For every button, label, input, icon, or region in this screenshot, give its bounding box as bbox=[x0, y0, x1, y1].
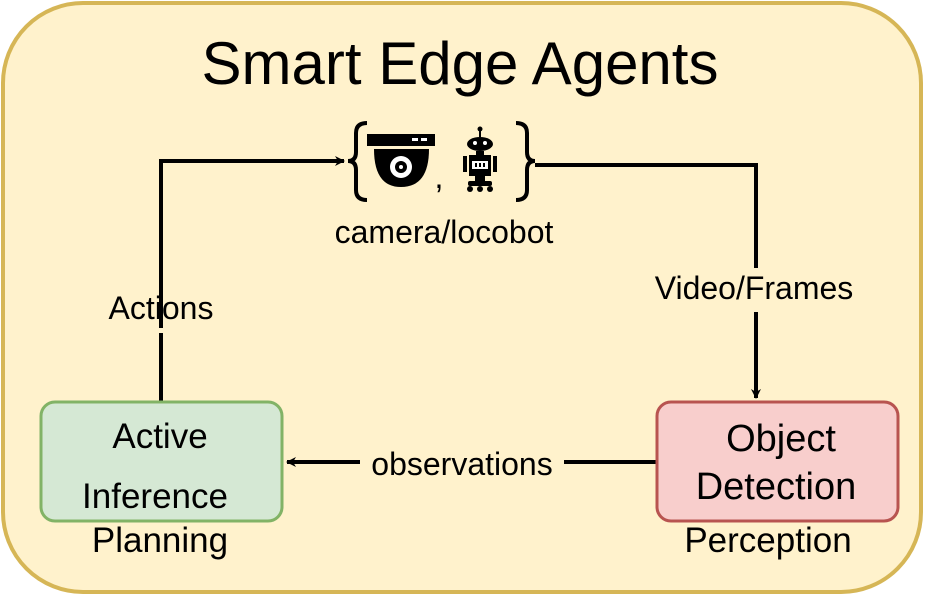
node-active-inference-line2: Inference bbox=[82, 477, 228, 516]
node-object-detection-line1: Object bbox=[726, 418, 836, 460]
device-separator: , bbox=[435, 159, 444, 195]
edge-label-actions: Actions bbox=[109, 290, 214, 326]
node-object-detection-line2: Detection bbox=[696, 466, 857, 508]
node-object-detection bbox=[655, 400, 900, 523]
node-active-inference bbox=[39, 400, 284, 523]
robot-icon bbox=[463, 126, 497, 192]
edge-actions-upper bbox=[159, 156, 345, 328]
edge-label-video-frames: Video/Frames bbox=[655, 270, 854, 306]
right-brace bbox=[515, 121, 536, 202]
device-caption: camera/locobot bbox=[335, 214, 554, 250]
edge-label-observations: observations bbox=[371, 446, 552, 482]
diagram-title: Smart Edge Agents bbox=[202, 30, 719, 97]
node-active-inference-caption: Planning bbox=[92, 521, 228, 560]
node-object-detection-caption: Perception bbox=[684, 521, 851, 560]
security-camera-icon bbox=[367, 134, 435, 187]
left-brace bbox=[347, 121, 368, 202]
node-active-inference-line1: Active bbox=[112, 417, 207, 456]
edge-video-upper bbox=[535, 163, 758, 268]
